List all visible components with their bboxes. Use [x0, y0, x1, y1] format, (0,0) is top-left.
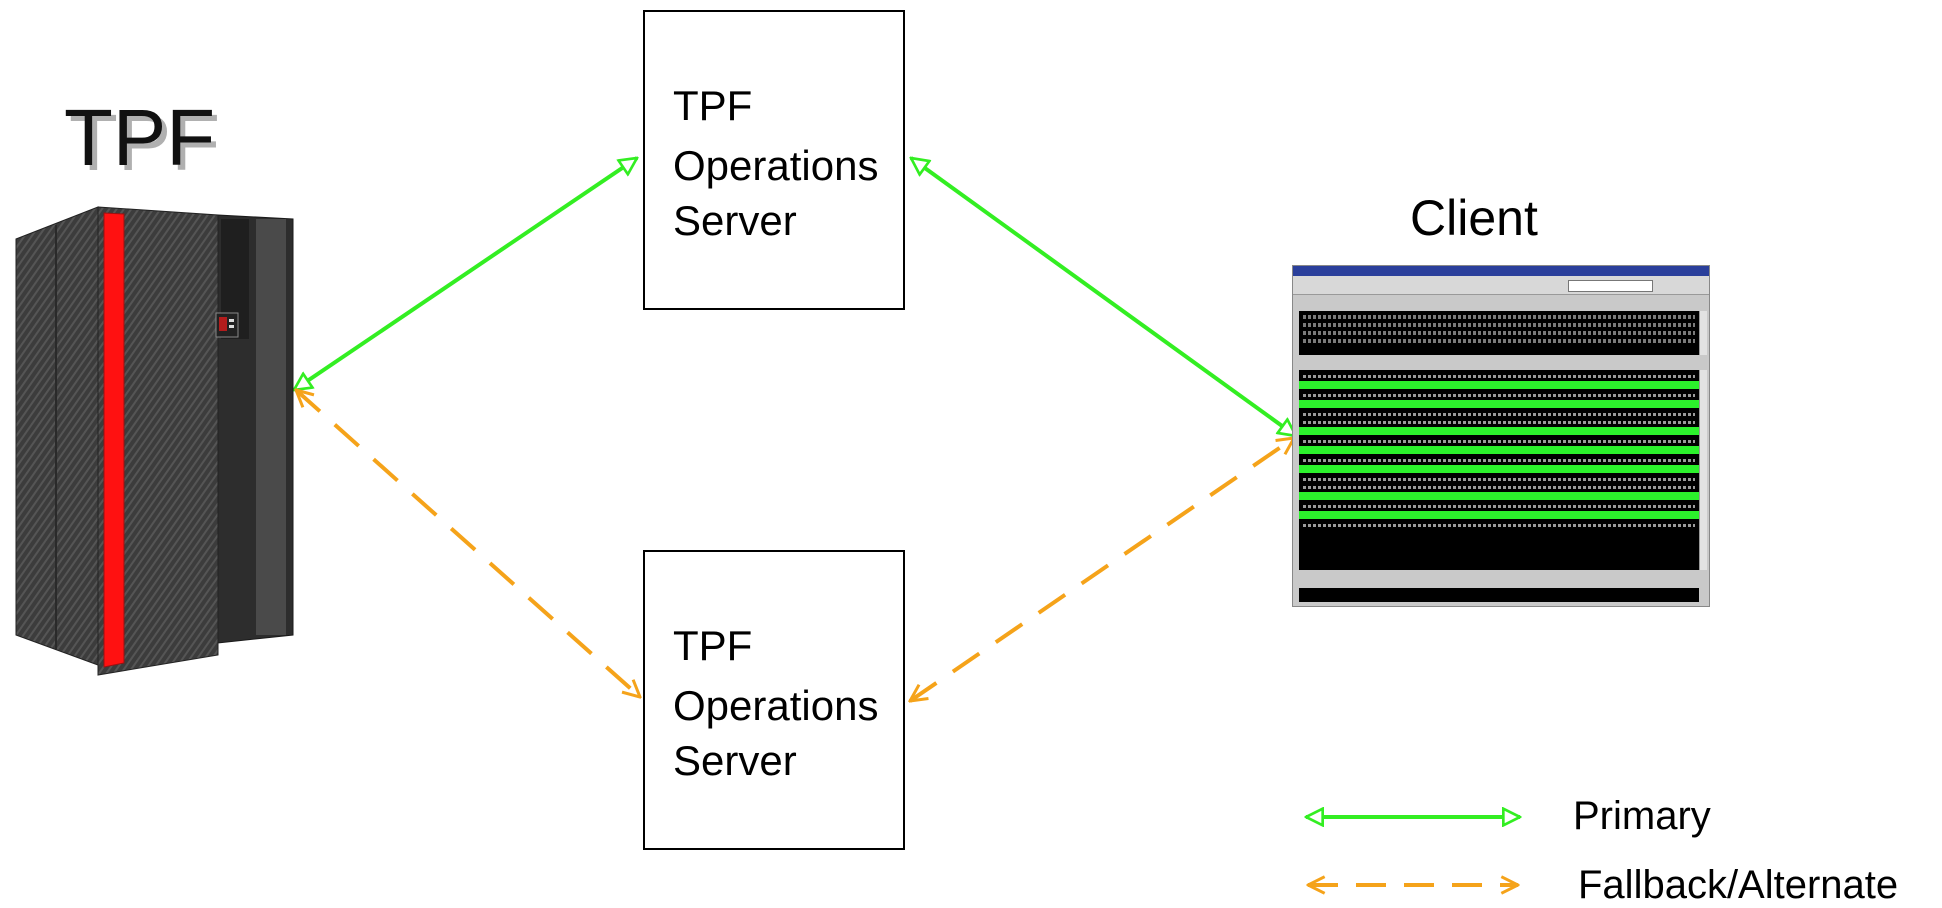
- terminal-scrollbar: [1699, 370, 1707, 570]
- primary-link-mainframe-server: [294, 158, 637, 390]
- server-label-line: TPF: [673, 82, 753, 129]
- operations-server-fallback: TPF Operations Server: [643, 550, 905, 850]
- terminal-command-input: [1299, 588, 1699, 602]
- terminal-subbar: [1293, 295, 1709, 305]
- mainframe-title: TPF: [64, 93, 216, 182]
- terminal-log-pane: [1299, 311, 1699, 355]
- fallback-link-mainframe-server: [296, 390, 640, 697]
- primary-link-server-client: [911, 158, 1296, 436]
- server-label-line: Server: [673, 737, 797, 784]
- legend-fallback-label: Fallback/Alternate: [1578, 863, 1899, 907]
- terminal-scrollbar: [1699, 311, 1707, 355]
- server-label-line: Operations: [673, 142, 879, 189]
- terminal-titlebar: [1293, 266, 1709, 276]
- mainframe-icon: [15, 206, 294, 676]
- server-label-line: TPF: [673, 622, 753, 669]
- terminal-select: [1568, 280, 1653, 292]
- server-label-line: Server: [673, 197, 797, 244]
- fallback-link-server-client: [910, 438, 1294, 701]
- terminal-message-pane: [1299, 370, 1699, 570]
- legend-primary-label: Primary: [1573, 794, 1711, 838]
- terminal-menubar: [1293, 276, 1709, 295]
- client-terminal-screenshot: [1292, 265, 1710, 607]
- client-title: Client: [1410, 190, 1538, 246]
- operations-server-primary: TPF Operations Server: [643, 10, 905, 310]
- server-label-line: Operations: [673, 682, 879, 729]
